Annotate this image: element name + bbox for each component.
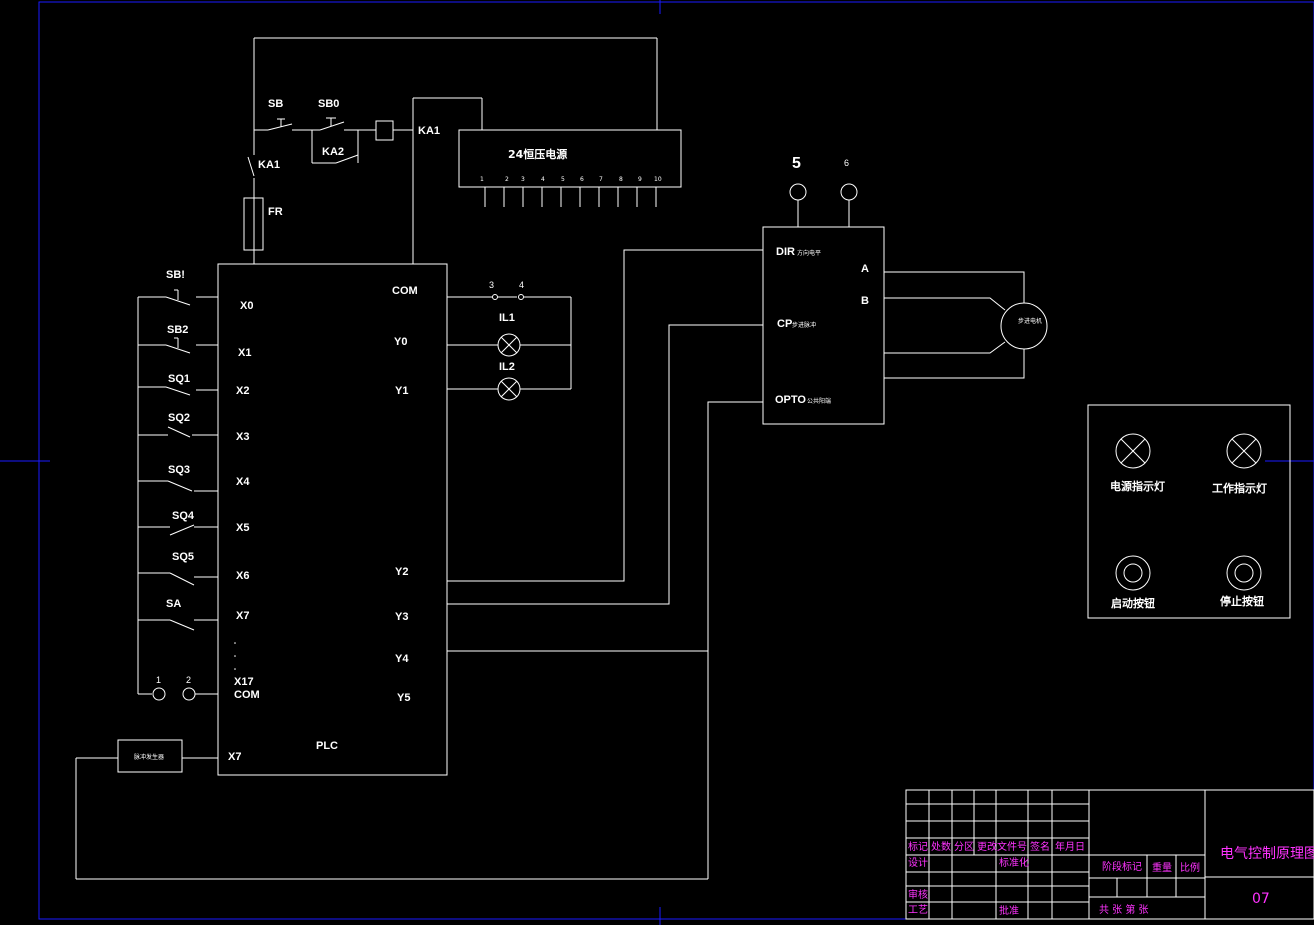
- switch-sq1: SQ1: [168, 373, 190, 385]
- terminal-6: 6: [844, 158, 849, 168]
- tb-title: 电气控制原理图: [1220, 846, 1314, 862]
- pin-6: 6: [580, 176, 584, 183]
- driver-cp: CP: [777, 318, 792, 330]
- switch-sq2: SQ2: [168, 412, 190, 424]
- control-ka2: KA2: [322, 146, 344, 158]
- panel-stop-button: 停止按钮: [1220, 594, 1264, 608]
- input-switches: 1 2 SB! SB2 SQ1 SQ2 SQ3 SQ4: [137, 269, 218, 701]
- plc-input-x4: X4: [236, 476, 250, 488]
- plc-input-x1: X1: [238, 347, 251, 359]
- plc-output-y1: Y1: [395, 385, 408, 397]
- tb-scale: 比例: [1180, 861, 1200, 874]
- title-block: 标记 处数 分区 更改文件号 签名 年月日 设计 标准化 阶段标记 重量 比例 …: [905, 789, 1314, 920]
- plc-output-y0: Y0: [394, 336, 407, 348]
- pin-5: 5: [561, 176, 565, 183]
- tb-standard: 标准化: [999, 856, 1029, 869]
- terminal-5: 5: [792, 155, 801, 172]
- tb-date: 年月日: [1055, 840, 1085, 853]
- operator-panel: 电源指示灯 工作指示灯 启动按钮 停止按钮: [1087, 404, 1291, 619]
- plc-block: PLC X0 X1 X2 X3 X4 X5 X6 X7 X17 COM X7 C…: [217, 263, 448, 776]
- tb-weight: 重量: [1152, 861, 1172, 874]
- switch-sa: SA: [166, 598, 181, 610]
- pulse-generator-label: 脉冲发生器: [134, 753, 164, 761]
- pin-3: 3: [521, 176, 525, 183]
- plc-input-com: COM: [234, 689, 260, 701]
- lamp-il1: IL1: [499, 312, 515, 324]
- switch-sq4: SQ4: [172, 510, 195, 522]
- plc-label: PLC: [316, 740, 338, 752]
- control-sb: SB: [268, 98, 283, 110]
- control-fr: FR: [268, 206, 283, 218]
- panel-power-lamp: 电源指示灯: [1110, 479, 1165, 493]
- driver-cp-note: 步进脉冲: [792, 321, 816, 329]
- power-supply-label: 24恒压电源: [508, 147, 567, 161]
- plc-input-x7-encoder: X7: [228, 751, 241, 763]
- power-supply-pins: 1 2 3 4 5 6 7 8 9 10: [480, 176, 662, 207]
- control-ka1-contact: KA1: [258, 159, 280, 171]
- plc-input-x17: X17: [234, 676, 254, 688]
- tb-drawing-no: 07: [1252, 891, 1270, 907]
- pin-8: 8: [619, 176, 623, 183]
- motor-label: 步进电机: [1018, 317, 1042, 325]
- plc-input-x5: X5: [236, 522, 249, 534]
- stepper-motor: 步进电机: [884, 271, 1048, 379]
- plc-output-y2: Y2: [395, 566, 408, 578]
- plc-input-x3: X3: [236, 431, 249, 443]
- panel-start-button: 启动按钮: [1111, 596, 1155, 610]
- control-circuit: SB SB0 KA2 KA1 KA1 FR: [243, 37, 658, 264]
- terminal-2: 2: [186, 675, 191, 685]
- driver-opto-note: 公共阳端: [807, 397, 831, 405]
- power-supply: 24恒压电源 1 2 3 4 5 6 7 8 9 10: [458, 129, 682, 207]
- tb-design: 设计: [908, 856, 928, 869]
- tb-craft: 工艺: [908, 904, 928, 916]
- switch-sq3: SQ3: [168, 464, 190, 476]
- pin-2: 2: [505, 176, 509, 183]
- tb-mark: 标记: [908, 841, 928, 853]
- stepper-driver: DIR 方向电平 CP 步进脉冲 OPTO 公共阳端 A B 5 6: [762, 155, 885, 425]
- lamp-il2: IL2: [499, 361, 515, 373]
- plc-input-x6: X6: [236, 570, 249, 582]
- pin-4: 4: [541, 176, 545, 183]
- terminal-4: 4: [519, 280, 524, 290]
- plc-output-com: COM: [392, 285, 418, 297]
- switch-sb-excl: SB!: [166, 269, 185, 281]
- tb-zone: 分区: [954, 841, 974, 853]
- tb-sign: 签名: [1030, 840, 1050, 853]
- terminal-3: 3: [489, 280, 494, 290]
- driver-opto: OPTO: [775, 394, 806, 406]
- tb-stage: 阶段标记: [1102, 860, 1142, 873]
- switch-sb2: SB2: [167, 324, 188, 336]
- plc-input-x2: X2: [236, 385, 249, 397]
- terminal-1: 1: [156, 675, 161, 685]
- control-ka1-coil: KA1: [418, 125, 440, 137]
- output-lamps: 3 4 IL1 IL2: [447, 280, 572, 401]
- pin-1: 1: [480, 176, 484, 183]
- pulse-generator: 脉冲发生器: [75, 739, 708, 880]
- switch-sq5: SQ5: [172, 551, 194, 563]
- panel-work-lamp: 工作指示灯: [1212, 481, 1267, 495]
- tb-count: 处数: [931, 840, 951, 853]
- driver-a: A: [861, 263, 869, 275]
- driver-wiring: [447, 249, 763, 879]
- plc-input-x7: X7: [236, 610, 249, 622]
- tb-sheets: 共 张 第 张: [1099, 903, 1149, 916]
- driver-dir: DIR: [776, 246, 795, 258]
- pin-10: 10: [654, 176, 662, 183]
- tb-change-doc: 更改文件号: [977, 840, 1027, 853]
- tb-review: 审核: [908, 888, 928, 901]
- pin-9: 9: [638, 176, 642, 183]
- plc-output-y3: Y3: [395, 611, 408, 623]
- control-sb0: SB0: [318, 98, 339, 110]
- plc-input-x0: X0: [240, 300, 253, 312]
- plc-output-y4: Y4: [395, 653, 409, 665]
- driver-b: B: [861, 295, 869, 307]
- tb-approve: 批准: [999, 904, 1019, 917]
- plc-output-y5: Y5: [397, 692, 410, 704]
- pin-7: 7: [599, 176, 603, 183]
- driver-dir-note: 方向电平: [797, 249, 821, 257]
